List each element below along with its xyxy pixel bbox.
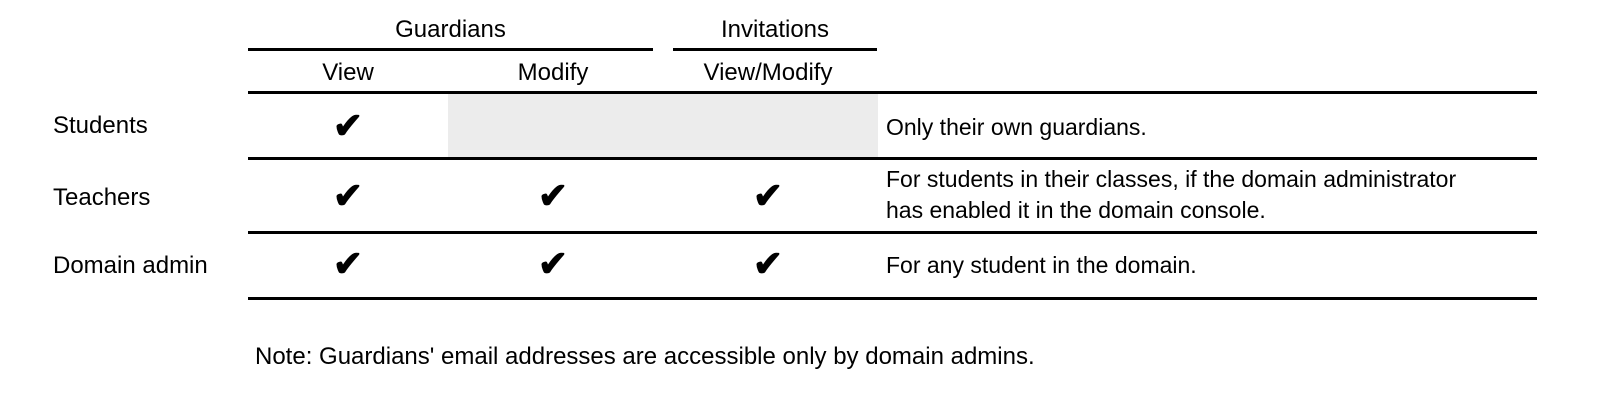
check-domain-admin-modify: ✔ (537, 243, 569, 284)
check-domain-admin-view-modify: ✔ (752, 243, 784, 284)
check-domain-admin-view: ✔ (332, 243, 364, 284)
column-group-invitations-label: Invitations (720, 16, 830, 43)
students-disabled-cells-region (448, 94, 878, 157)
column-header-modify: Modify (517, 59, 589, 86)
check-teachers-view: ✔ (332, 175, 364, 216)
column-header-view: View (322, 59, 374, 86)
check-students-view: ✔ (332, 105, 364, 146)
header-bottom-rule (248, 91, 1537, 94)
row-divider (248, 231, 1537, 234)
row-label-teachers: Teachers (53, 184, 151, 211)
invitations-group-underline (673, 48, 877, 51)
note-domain-admin: For any student in the domain. (886, 252, 1197, 278)
check-teachers-modify: ✔ (537, 175, 569, 216)
note-students: Only their own guardians. (886, 114, 1147, 140)
guardians-group-underline (248, 48, 653, 51)
row-divider (248, 157, 1537, 160)
row-label-domain-admin: Domain admin (53, 252, 208, 279)
column-group-guardians-label: Guardians (395, 16, 506, 43)
footnote: Note: Guardians' email addresses are acc… (255, 343, 1035, 370)
note-teachers: For students in their classes, if the do… (886, 166, 1457, 223)
check-teachers-view-modify: ✔ (752, 175, 784, 216)
row-label-students: Students (53, 112, 148, 139)
table-bottom-rule (248, 297, 1537, 300)
column-header-view-modify: View/Modify (703, 59, 833, 86)
